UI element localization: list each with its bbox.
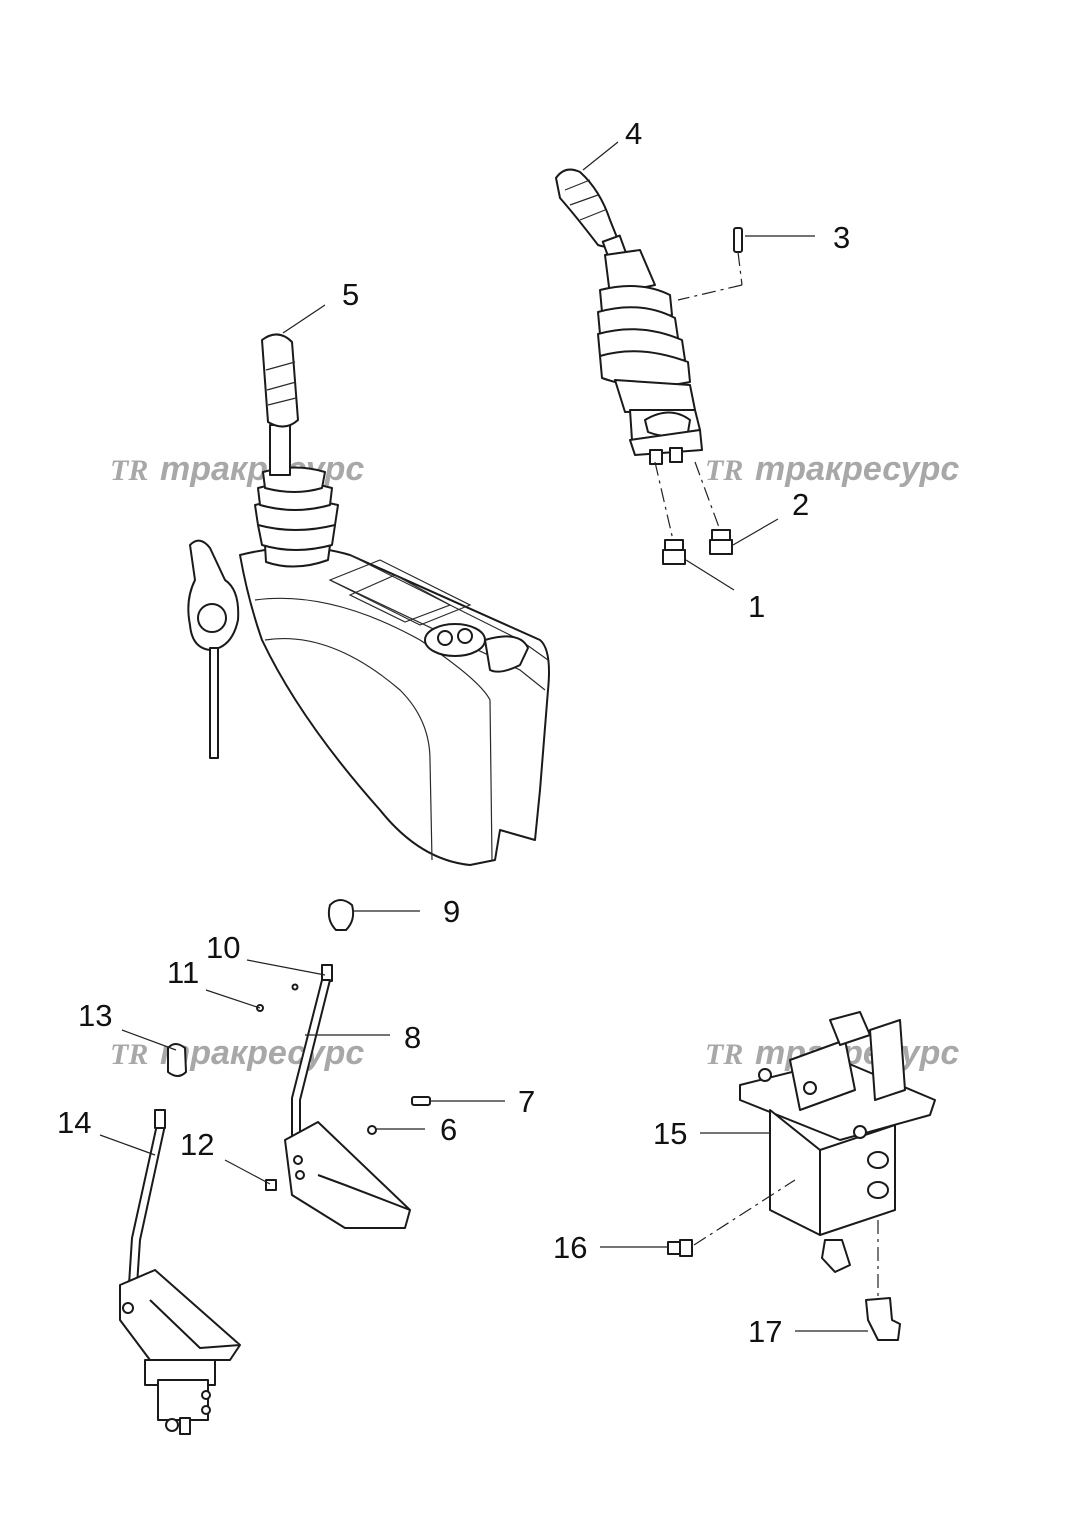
watermark-text: тракресурс: [160, 1034, 364, 1072]
watermark-logo: TR: [705, 1038, 743, 1071]
joystick-assembly: [555, 168, 703, 465]
part-12-nut: [265, 1179, 277, 1191]
part-13-knob: [167, 1043, 187, 1077]
part-17-elbow: [865, 1297, 901, 1341]
leader-line: [685, 559, 735, 591]
watermark-bottom-right: TR тракресурс: [705, 1034, 959, 1072]
part-7-screw: [411, 1096, 431, 1106]
watermark-text: тракресурс: [160, 450, 364, 488]
leader-line: [121, 1029, 177, 1051]
leader-line: [205, 989, 261, 1009]
part-1-fitting: [662, 539, 686, 565]
assembly-line: [654, 461, 674, 541]
watermark-bottom-left: TR тракресурс: [110, 1034, 364, 1072]
part-10-pin: [291, 983, 299, 991]
callout-14: 14: [57, 1105, 91, 1140]
leader-line: [582, 141, 619, 171]
watermark-top-right: TR тракресурс: [705, 450, 959, 488]
leader-line: [224, 1159, 271, 1185]
callout-17: 17: [748, 1314, 782, 1349]
control-console: [187, 333, 550, 866]
part-2-fitting: [709, 529, 733, 555]
part-16-fitting: [667, 1239, 693, 1257]
watermark-logo: TR: [705, 454, 743, 487]
callout-12: 12: [180, 1127, 214, 1162]
callout-7: 7: [518, 1084, 535, 1119]
callout-15: 15: [653, 1116, 687, 1151]
callout-3: 3: [833, 220, 850, 255]
lever-5-bellows: [254, 466, 339, 568]
part-9-knob: [327, 899, 355, 931]
valve-block-15: [739, 1011, 936, 1273]
watermark-top-left: TR тракресурс: [110, 450, 364, 488]
callout-2: 2: [792, 487, 809, 522]
watermark-text: тракресурс: [755, 1034, 959, 1072]
assembly-line: [737, 251, 743, 286]
assembly-line: [693, 1179, 796, 1246]
callout-1: 1: [748, 589, 765, 624]
callout-16: 16: [553, 1230, 587, 1265]
callout-5: 5: [342, 277, 359, 312]
watermark-text: тракресурс: [755, 450, 959, 488]
leader-line: [99, 1134, 156, 1156]
leader-line: [282, 304, 326, 334]
assembly-line: [694, 461, 721, 531]
assembly-line: [677, 284, 743, 301]
lever-5-grip: [261, 333, 299, 428]
pedal-assembly-14: [119, 1043, 241, 1435]
leader-line: [732, 518, 779, 546]
callout-6: 6: [440, 1112, 457, 1147]
callout-8: 8: [404, 1020, 421, 1055]
callout-10: 10: [206, 930, 240, 965]
part-6-washer: [367, 1125, 377, 1135]
callout-13: 13: [78, 998, 112, 1033]
callout-4: 4: [625, 116, 642, 151]
callout-9: 9: [443, 894, 460, 929]
pedal-assembly-8: [284, 899, 411, 1229]
leader-line: [246, 959, 326, 976]
part-3-pin: [733, 227, 743, 253]
watermark-logo: TR: [110, 454, 148, 487]
callout-11: 11: [167, 955, 199, 990]
watermark-logo: TR: [110, 1038, 148, 1071]
